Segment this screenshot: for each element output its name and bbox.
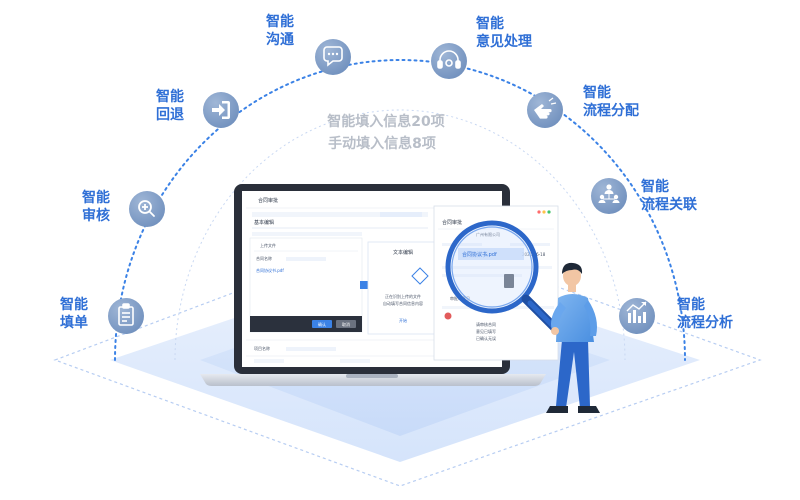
feature-relate[interactable]: 智能 流程关联 <box>591 178 698 214</box>
screen-upload-label: 上传文件 <box>260 242 276 248</box>
chat-bubble-icon <box>323 46 343 67</box>
center-text-manual: 手动填入信息8项 <box>328 135 436 152</box>
feature-feedback-line1: 智能 <box>475 15 504 32</box>
feature-analyze-line2: 流程分析 <box>677 314 733 331</box>
screen-cancel-label: 取消 <box>342 321 350 327</box>
feature-relate-line1: 智能 <box>640 178 669 195</box>
feature-assign-line2: 流程分配 <box>583 102 639 119</box>
feature-review[interactable]: 智能 审核 <box>81 189 165 227</box>
panel-comment-1: 请审核合同 <box>476 321 496 327</box>
screen-cancel-button[interactable] <box>336 320 356 328</box>
center-text-auto: 智能填入信息20项 <box>326 113 444 130</box>
screen-popup-title: 文本编辑 <box>393 249 413 256</box>
magnifying-glass: 合同协议书.pdf <box>445 220 561 334</box>
feature-review-line2: 审核 <box>82 207 110 224</box>
panel-title: 合同审批 <box>442 219 462 226</box>
screen-title: 合同审批 <box>258 197 278 204</box>
feature-fill-line2: 填单 <box>60 314 88 331</box>
feature-feedback[interactable]: 智能 意见处理 <box>431 15 532 79</box>
feature-rollback[interactable]: 智能 回退 <box>155 88 239 128</box>
panel-comment-2: 意见已填写 <box>476 328 496 334</box>
screen-section: 基本编辑 <box>254 219 274 226</box>
clipboard-icon <box>118 303 134 326</box>
screen-confirm-button[interactable] <box>312 320 332 328</box>
sign-in-icon <box>212 101 230 119</box>
avatar <box>444 312 452 320</box>
feature-rollback-line2: 回退 <box>156 107 184 123</box>
screen-row-label-2: 项目名称 <box>254 345 270 351</box>
feature-communicate[interactable]: 智能 沟通 <box>265 13 351 75</box>
feature-relate-line2: 流程关联 <box>641 196 698 213</box>
screen-file-name: 合同协议书.pdf <box>256 267 284 273</box>
feature-assign-line1: 智能 <box>582 84 611 101</box>
people-network-icon <box>598 184 620 203</box>
screen-row-label: 合同名称 <box>256 255 272 261</box>
person-figure <box>546 262 600 413</box>
hand-point-icon <box>534 97 557 119</box>
screen-popup-line2: 自动填写合同信息内容 <box>383 300 423 306</box>
headset-icon <box>437 50 461 69</box>
feature-review-line1: 智能 <box>81 189 110 206</box>
feature-communicate-line1: 智能 <box>265 13 294 30</box>
feature-assign[interactable]: 智能 流程分配 <box>527 84 639 128</box>
feature-rollback-line1: 智能 <box>155 88 184 105</box>
laptop-screen: 合同审批 基本编辑 上传文件 合同名称 合同协议书.pdf 确认 取消 文本编辑 <box>246 197 498 363</box>
feature-fill-line1: 智能 <box>59 296 88 313</box>
panel-comment-3: 已确认无误 <box>476 335 496 341</box>
feature-feedback-line2: 意见处理 <box>476 33 532 50</box>
screen-popup-line1: 正在识别上传的文件 <box>385 293 421 299</box>
panel-company: 广州有限公司 <box>476 231 500 237</box>
screen-popup-link[interactable]: 开始 <box>399 317 407 323</box>
feature-communicate-line2: 沟通 <box>266 31 294 48</box>
feature-analyze-line1: 智能 <box>676 296 705 313</box>
magnified-text: 合同协议书.pdf <box>462 251 497 258</box>
magnifier-plus-icon <box>138 200 155 217</box>
screen-confirm-label: 确认 <box>318 321 326 327</box>
chart-analysis-icon <box>626 301 647 323</box>
feature-analyze[interactable]: 智能 流程分析 <box>619 296 733 334</box>
feature-fill[interactable]: 智能 填单 <box>59 296 144 334</box>
